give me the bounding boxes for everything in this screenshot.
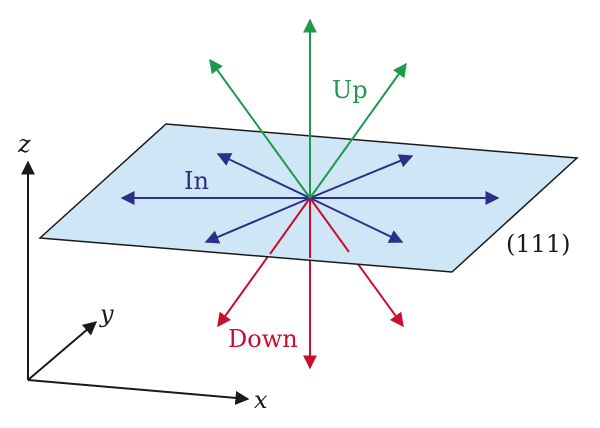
up-arrows [209, 18, 407, 199]
up-arrow-right [309, 62, 407, 199]
label-down: Down [228, 325, 298, 353]
down-arrows-overlay [269, 197, 350, 258]
down-arrow-left-top [269, 197, 311, 255]
label-axis-x: x [254, 386, 268, 414]
label-plane-111: (111) [506, 230, 571, 258]
label-axis-y: y [99, 300, 114, 328]
in-arrow-lower-left [204, 197, 311, 244]
axis-x-arrow [27, 379, 250, 405]
up-arrow-left [209, 58, 311, 199]
label-axis-z: z [17, 130, 31, 158]
axis-y-arrow [27, 321, 98, 381]
down-arrow-right-top [309, 197, 350, 253]
label-up: Up [332, 76, 368, 104]
in-arrow-upper-right [309, 154, 414, 199]
in-arrow-upper-left [216, 153, 311, 199]
label-in: In [184, 167, 209, 195]
coordinate-axes [21, 160, 250, 405]
in-plane-arrows [120, 153, 500, 244]
in-arrow-lower-right [309, 197, 404, 243]
